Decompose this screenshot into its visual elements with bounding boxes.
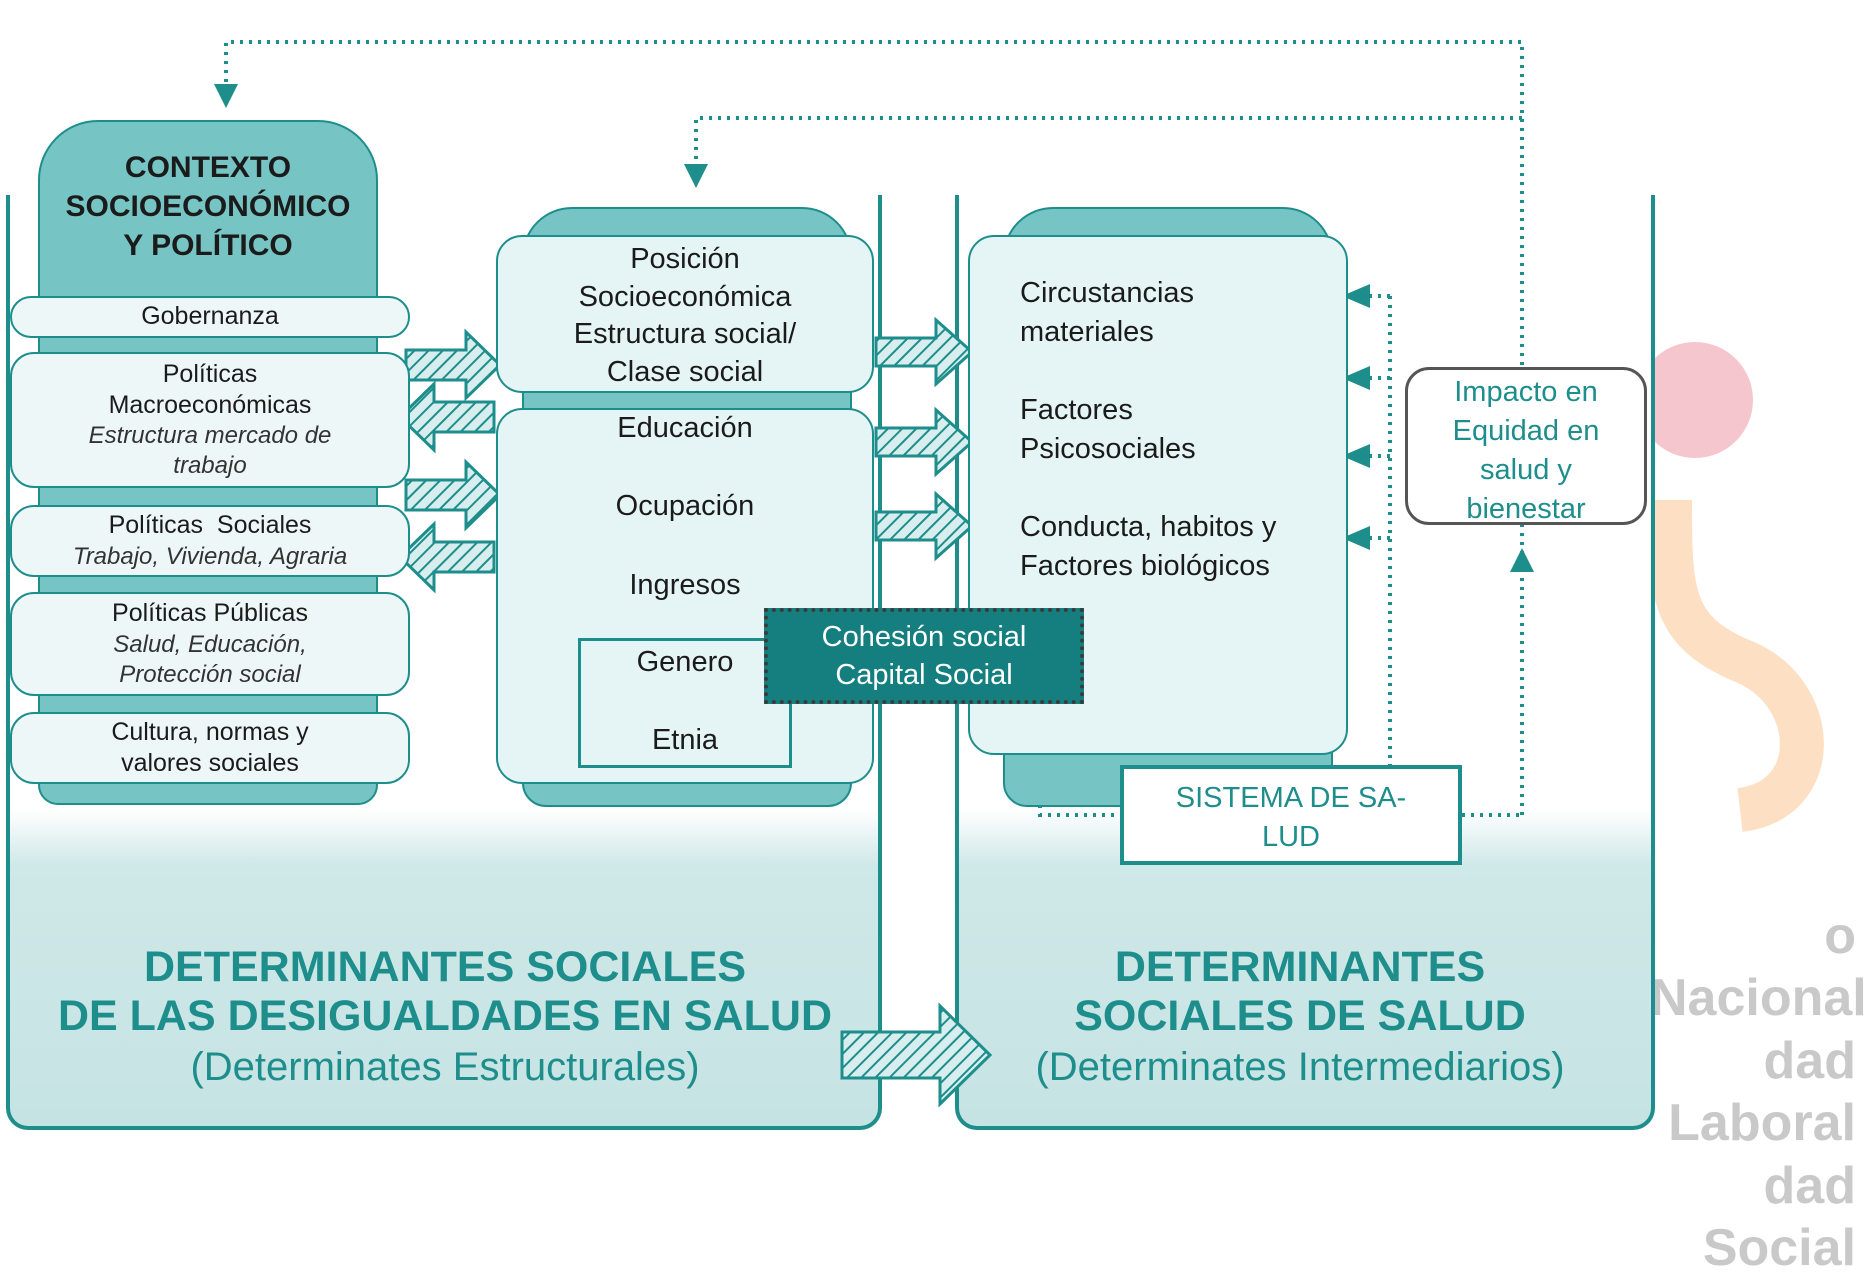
health-system-label: SISTEMA DE SA-LUD	[1175, 782, 1407, 854]
context-item-culture: Cultura, normas y valores sociales	[10, 712, 410, 784]
public-policies-sub: Salud, Educación, Protección social	[113, 630, 307, 688]
macroeconomic-sub: Estructura mercado de trabajo	[88, 422, 332, 480]
intermediary-subtitle: (Determinates Intermediarios)	[1035, 1045, 1565, 1090]
context-title-line-2: SOCIOECONÓMICO	[65, 190, 351, 223]
intermediate-item-psychosocial: Factores Psicosociales	[1020, 394, 1196, 466]
watermark-logo	[1637, 330, 1870, 850]
watermark-line-3: dad Social	[1702, 1156, 1856, 1277]
intermediary-title-line-2: SOCIALES DE SALUD	[1074, 992, 1526, 1041]
context-item-social-policies: Políticas Sociales Trabajo, Vivienda, Ag…	[10, 505, 410, 577]
context-title-line-3: Y POLÍTICO	[123, 229, 293, 262]
governance-label: Gobernanza	[141, 302, 279, 331]
sequence-education: Educación	[617, 412, 753, 444]
connector-lines	[214, 40, 1534, 1108]
sequence-occupation: Ocupación	[615, 490, 755, 522]
intermediate-item-material: Circustancias materiales	[1020, 277, 1195, 349]
intermediate-item-behavior: Conducta, habitos y Factores biológicos	[1020, 511, 1277, 583]
social-cohesion-box: Cohesión social Capital Social	[764, 608, 1084, 704]
position-top-box: Posición Socioeconómica Estructura socia…	[496, 235, 874, 393]
culture-label: Cultura, normas y valores sociales	[111, 717, 309, 777]
context-item-governance: Gobernanza	[10, 296, 410, 338]
intermediary-title: DETERMINANTES SOCIALES DE SALUD (Determi…	[975, 943, 1625, 1090]
social-policies-label: Políticas Sociales	[108, 511, 312, 540]
structural-title-line-1: DETERMINANTES SOCIALES	[143, 943, 747, 991]
public-policies-label: Políticas Públicas	[112, 599, 308, 628]
context-title-line-1: CONTEXTO	[124, 151, 292, 184]
context-title: CONTEXTO SOCIOECONÓMICO Y POLÍTICO	[38, 148, 378, 265]
structural-title: DETERMINANTES SOCIALES DE LAS DESIGUALDA…	[20, 943, 870, 1090]
context-item-public-policies: Políticas Públicas Salud, Educación, Pro…	[10, 592, 410, 696]
intermediary-title-line-1: DETERMINANTES	[1114, 943, 1486, 991]
health-system-box: SISTEMA DE SA-LUD	[1120, 765, 1462, 865]
position-line-4: Clase social	[606, 356, 764, 389]
context-item-macroeconomic: Políticas Macroeconómicas Estructura mer…	[10, 352, 410, 488]
position-line-1: Posición	[630, 243, 740, 275]
structural-subtitle: (Determinates Estructurales)	[190, 1045, 700, 1090]
gender-ethnicity-box	[578, 638, 792, 768]
sequence-income: Ingresos	[629, 569, 741, 601]
gender-label: Genero	[636, 646, 734, 678]
position-line-3: Estructura social/	[573, 318, 797, 351]
impact-box: Impacto en Equidad en salud y bienestar	[1405, 367, 1647, 525]
social-cohesion-line-2: Capital Social	[835, 659, 1013, 692]
watermark-line-1: o Nacional	[1650, 907, 1867, 1028]
macroeconomic-label: Políticas Macroeconómicas	[108, 359, 312, 419]
social-policies-sub: Trabajo, Vivienda, Agraria	[72, 542, 348, 570]
impact-label: Impacto en Equidad en salud y bienestar	[1452, 376, 1600, 526]
ethnicity-label: Etnia	[651, 724, 719, 756]
structural-title-line-2: DE LAS DESIGUALDADES EN SALUD	[57, 992, 833, 1041]
social-cohesion-line-1: Cohesión social	[821, 621, 1027, 653]
position-line-2: Socioeconómica	[578, 280, 792, 313]
